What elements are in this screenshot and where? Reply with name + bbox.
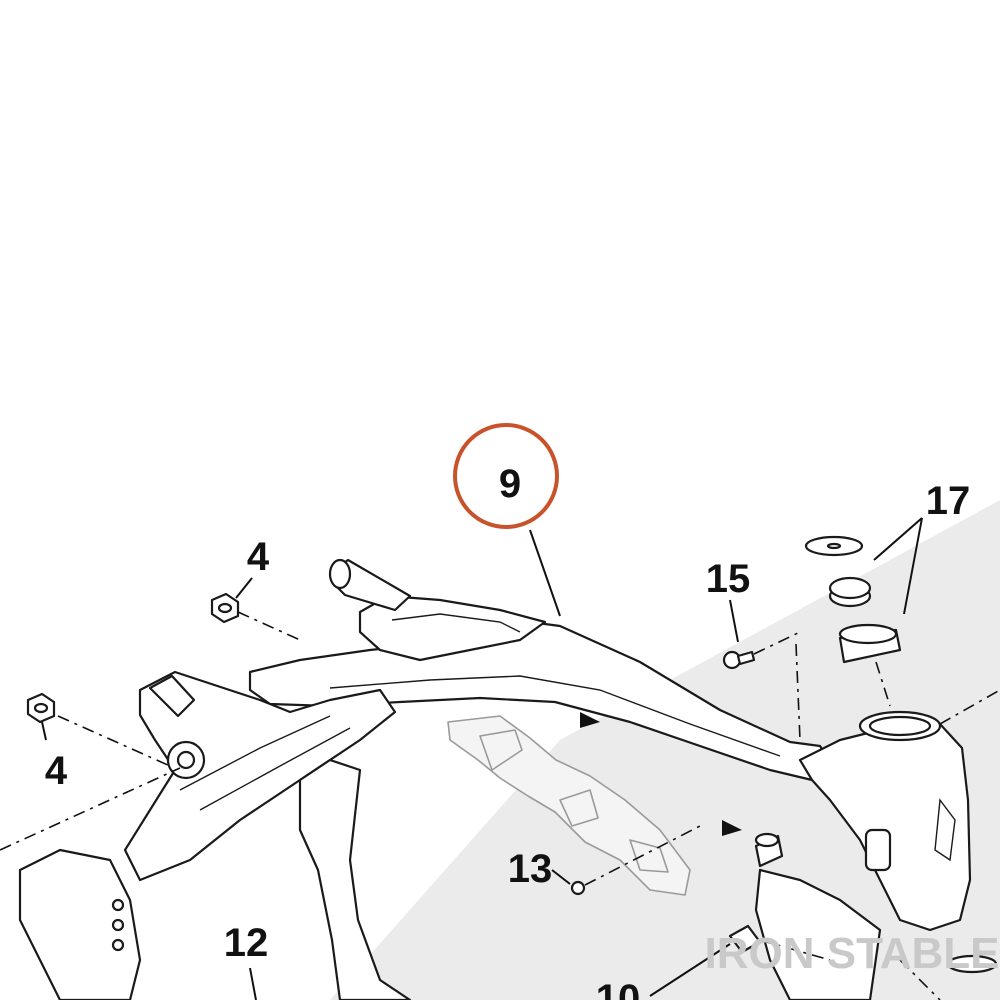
callout-10: 10: [596, 977, 641, 1000]
callout-17: 17: [926, 479, 971, 523]
hex-nut-icon: [26, 692, 56, 724]
bolt-icon: [570, 880, 586, 896]
leader-lines: [41, 517, 923, 1000]
race-icon: [838, 623, 902, 664]
callout-4-lower: 4: [45, 749, 68, 793]
bearing-icon: [828, 576, 872, 608]
watermark-shape: [330, 500, 1000, 1000]
washer-icon: [804, 535, 864, 557]
callout-12: 12: [224, 921, 269, 965]
bolt-icon: [722, 650, 756, 670]
arrow-marker-icon: [722, 820, 742, 836]
ghost-wiring-bracket: [447, 715, 691, 896]
clip-icon: [728, 924, 762, 954]
arrow-marker-icon: [580, 712, 600, 728]
centerlines: [0, 611, 1000, 1000]
watermark-text: IRON STABLE: [705, 929, 1000, 978]
washer-icon: [946, 954, 998, 974]
callout-9: 9: [499, 462, 521, 506]
callout-4-upper: 4: [247, 535, 270, 579]
frame-backbone: [18, 558, 972, 1000]
highlight-ring: [453, 423, 559, 529]
spacer-icon: [754, 832, 784, 868]
callout-15: 15: [706, 557, 751, 601]
hex-nut-icon: [210, 592, 240, 624]
callout-13: 13: [508, 847, 553, 891]
